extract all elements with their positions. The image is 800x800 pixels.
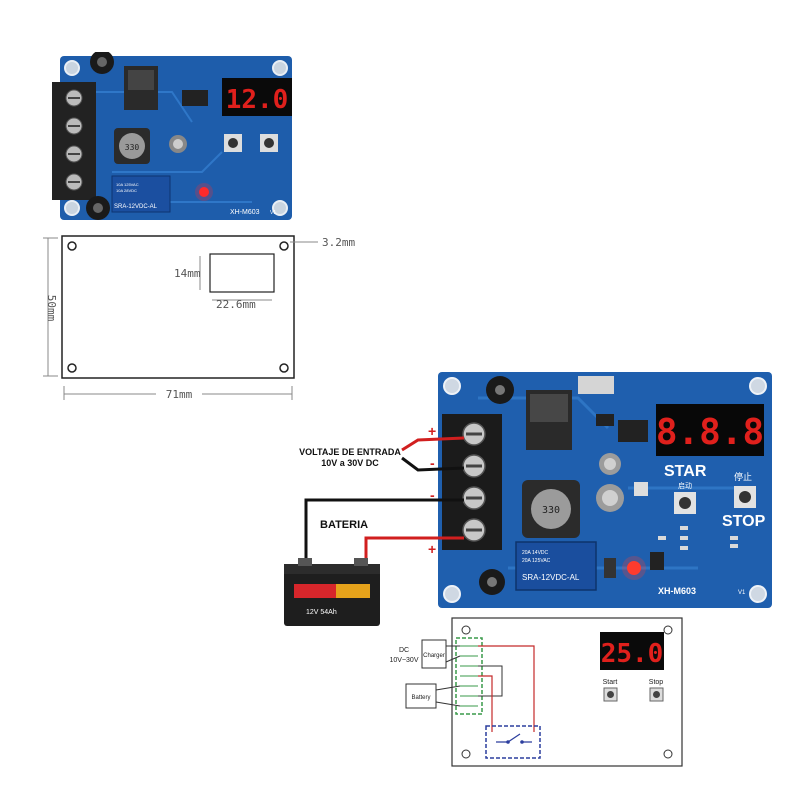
battery-black-wire xyxy=(304,498,464,566)
battery-callout: BATERIA xyxy=(320,519,369,531)
schematic-relay xyxy=(485,725,541,759)
battery-red-wire xyxy=(364,536,464,566)
wiring-display-readout: 8.8.8 xyxy=(656,412,764,453)
battery-minus-mark: - xyxy=(430,487,435,503)
battery-box xyxy=(405,683,437,709)
top-relay-small-2: 10A 28VDC xyxy=(116,188,137,193)
schematic-display-readout: 25.0 xyxy=(601,639,664,669)
wiring-relay-small-2: 20A 125VAC xyxy=(522,558,551,564)
wiring-model-label: XH-M603 xyxy=(658,586,696,596)
board-height-dimension: 50mm xyxy=(45,295,58,322)
stop-cn-label: 停止 xyxy=(734,471,752,482)
battery-brand-text: 12V 54Ah xyxy=(306,609,337,616)
display-height-dimension: 14mm xyxy=(174,267,201,280)
star-cn-label: 启动 xyxy=(678,481,692,490)
car-battery-icon: 12V 54Ah xyxy=(284,558,380,626)
top-version-label: V1 xyxy=(270,210,276,216)
input-voltage-title: VOLTAJE DE ENTRADA xyxy=(299,447,401,457)
dc-range-label: 10V~30V xyxy=(390,657,419,664)
top-display-readout: 12.0 xyxy=(226,85,289,115)
display-cutout xyxy=(209,253,275,293)
top-relay-small-1: 10A 125VAC xyxy=(116,182,139,187)
top-board-photo: 330 10A 125VAC 10A 28VDC SRA-12VDC-AL 12… xyxy=(52,50,296,224)
star-label: STAR xyxy=(664,463,707,480)
wiring-inductor-code: 330 xyxy=(542,505,560,516)
board-width-dimension: 71mm xyxy=(166,388,193,401)
schematic-stop-label: Stop xyxy=(649,679,664,686)
top-board-illustration: 330 10A 125VAC 10A 28VDC SRA-12VDC-AL 12… xyxy=(52,50,296,224)
wiring-photo: + - - + 330 20A 14VDC 20A 125VAC SRA-12V… xyxy=(278,368,778,630)
dc-label: DC xyxy=(399,647,409,654)
stop-label: STOP xyxy=(722,513,766,530)
schematic-display xyxy=(600,632,664,670)
wiring-relay-small-1: 20A 14VDC xyxy=(522,550,549,556)
top-model-label: XH-M603 xyxy=(230,209,260,216)
dimension-drawing: 3.2mm 14mm 22.6mm 50mm 71mm xyxy=(36,228,376,408)
wiring-schematic: Charger DC 10V~30V Battery 25.0 Start St… xyxy=(382,612,688,772)
hole-offset-dimension: 3.2mm xyxy=(322,236,355,249)
input-black-wire xyxy=(401,456,465,472)
input-voltage-range: 10V a 30V DC xyxy=(321,458,379,468)
display-width-dimension: 22.6mm xyxy=(216,298,256,311)
board-outline xyxy=(61,235,295,379)
top-relay-label: SRA-12VDC-AL xyxy=(114,204,158,210)
wiring-relay xyxy=(515,541,597,591)
battery-plus-mark: + xyxy=(428,541,436,557)
input-plus-mark: + xyxy=(428,423,436,439)
schematic-start-label: Start xyxy=(603,679,618,686)
charger-label: Charger xyxy=(423,653,445,659)
wiring-display xyxy=(656,404,764,456)
charger-box xyxy=(421,639,447,669)
schematic-battery-label: Battery xyxy=(411,695,430,701)
input-minus-mark: - xyxy=(430,455,435,471)
input-voltage-callout: VOLTAJE DE ENTRADA 10V a 30V DC xyxy=(290,447,410,469)
wiring-relay-label: SRA-12VDC-AL xyxy=(522,573,580,582)
top-inductor-code: 330 xyxy=(125,143,140,152)
input-red-wire xyxy=(401,436,465,452)
wiring-version-label: V1 xyxy=(738,590,746,596)
